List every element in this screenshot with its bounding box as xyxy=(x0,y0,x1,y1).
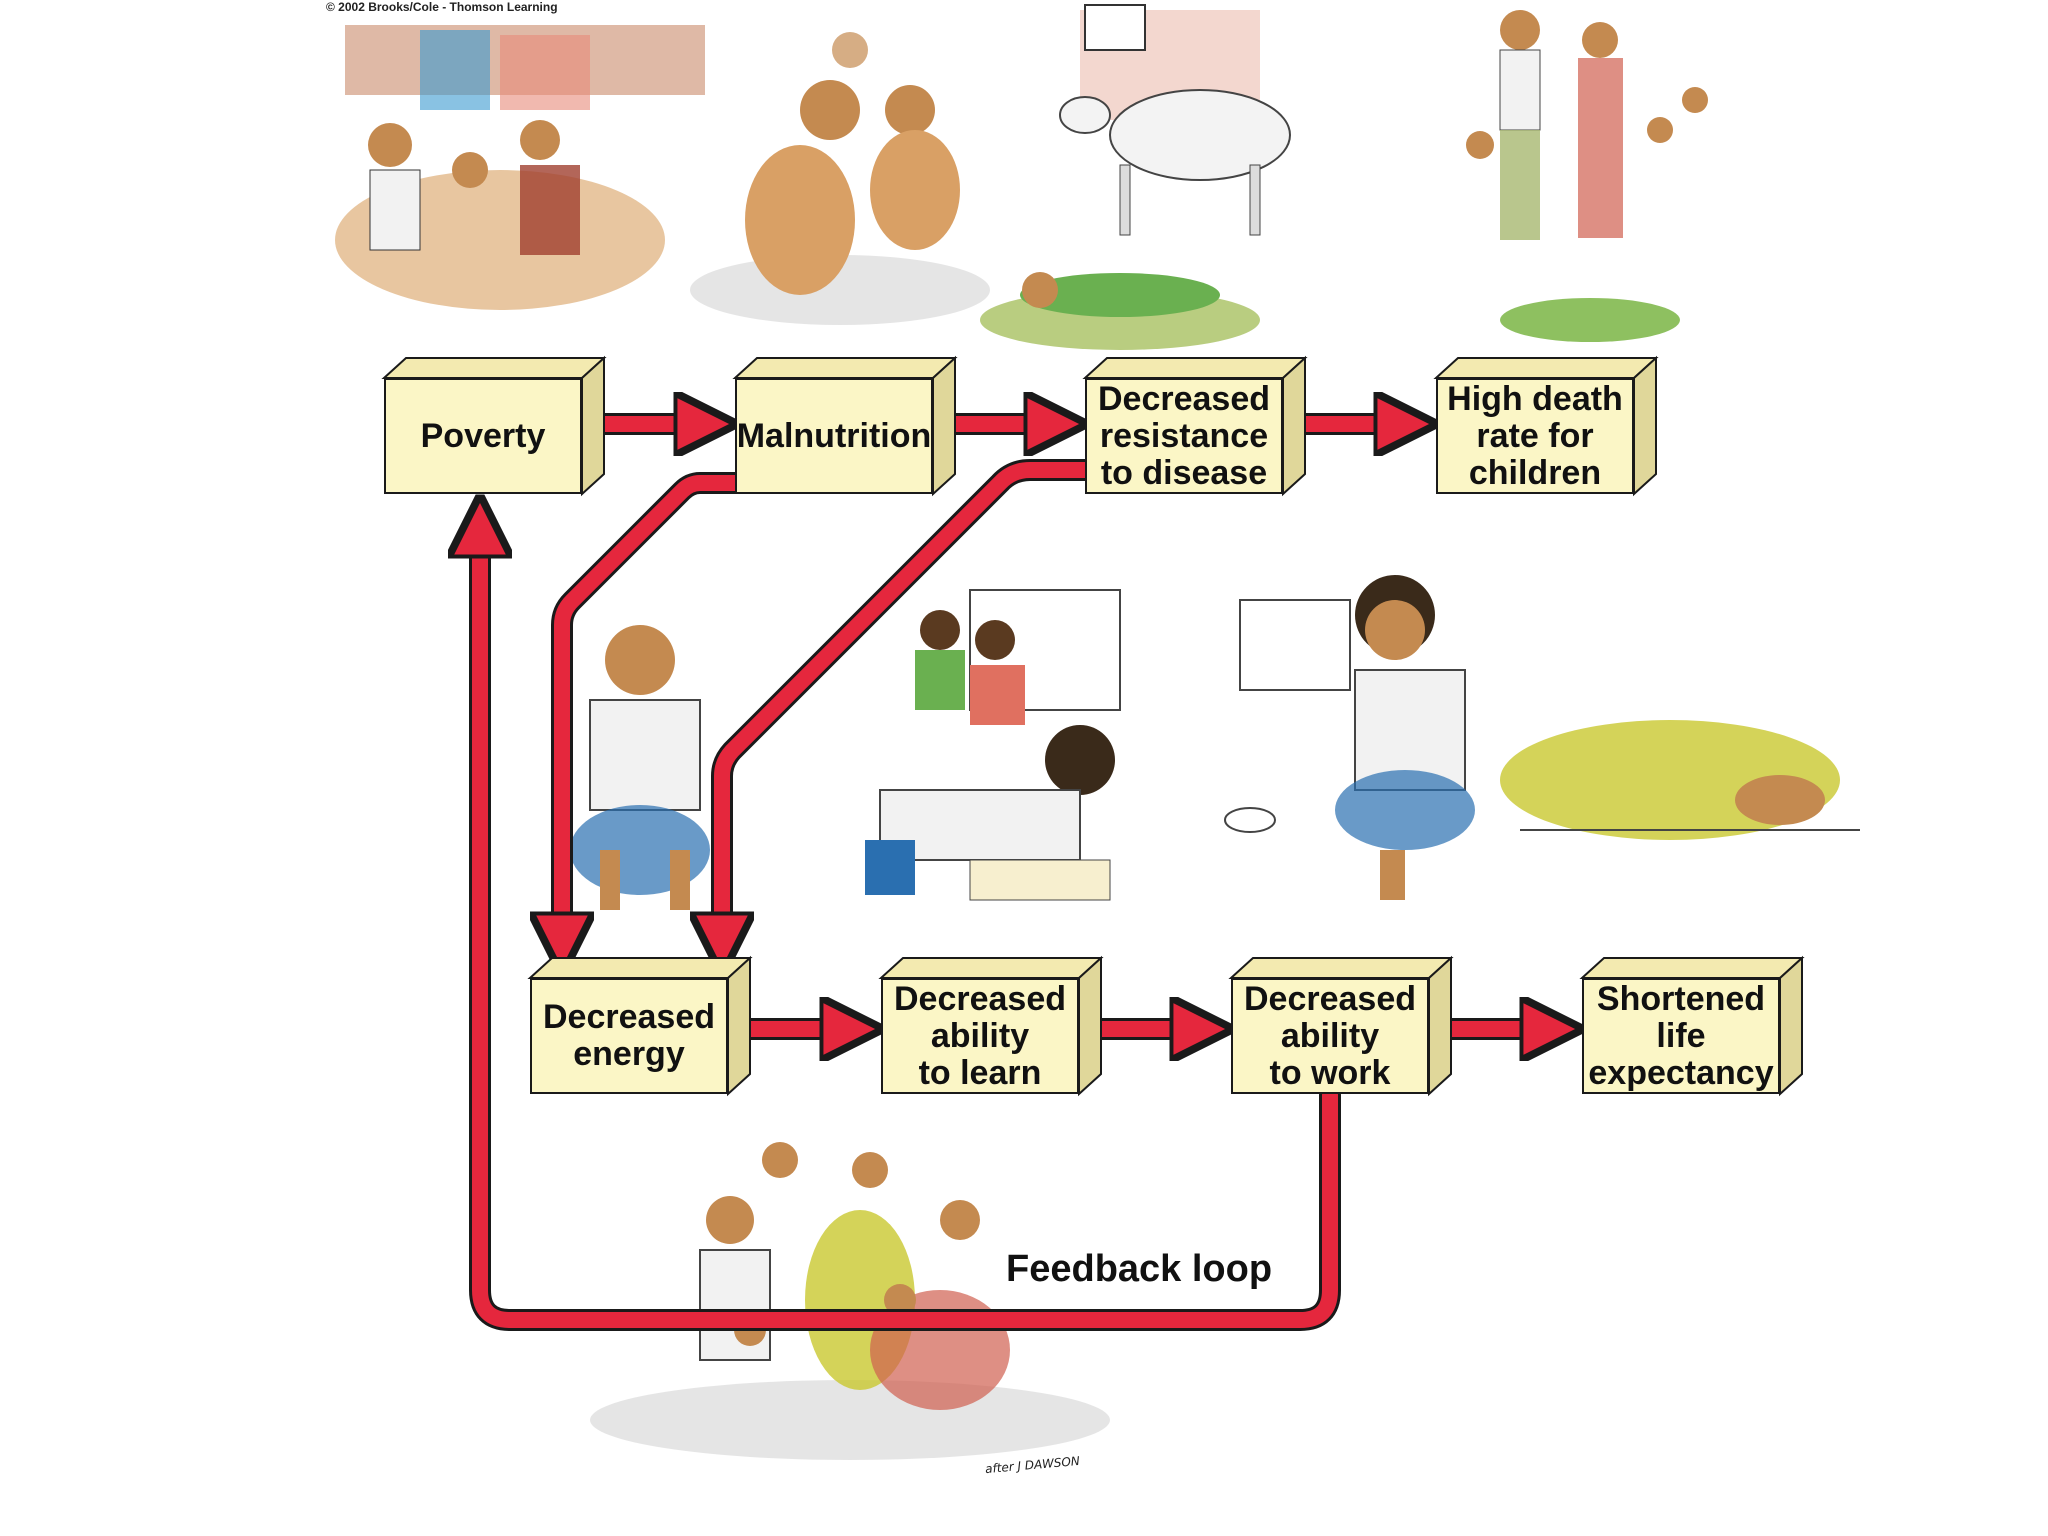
poverty-box: Poverty xyxy=(384,378,582,494)
decreased-energy-box: Decreased energy xyxy=(530,978,728,1094)
collapsed-person-illustration xyxy=(1500,720,1860,840)
disease-illustration xyxy=(980,4,1291,350)
malnutrition-illustration xyxy=(690,32,990,325)
copyright-notice: © 2002 Brooks/Cole - Thomson Learning xyxy=(326,0,558,14)
decreased-resistance-box: Decreased resistance to disease xyxy=(1085,378,1283,494)
feedback-loop-label: Feedback loop xyxy=(1006,1248,1273,1290)
classroom-illustration xyxy=(865,589,1121,901)
malnutrition-box: Malnutrition xyxy=(735,378,933,494)
decreased-ability-learn-box: Decreased ability to learn xyxy=(881,978,1079,1094)
large-family-illustration xyxy=(590,1142,1110,1460)
decreased-ability-work-box: Decreased ability to work xyxy=(1231,978,1429,1094)
poor-family-illustration xyxy=(335,25,705,310)
feedback-loop-arrow xyxy=(469,509,1341,1331)
shortened-life-box: Shortened life expectancy xyxy=(1582,978,1780,1094)
begging-man-illustration xyxy=(1224,575,1475,900)
high-death-rate-box: High death rate for children xyxy=(1436,378,1634,494)
decreased-energy-illustration xyxy=(570,625,710,910)
high-death-illustration xyxy=(1466,10,1708,342)
